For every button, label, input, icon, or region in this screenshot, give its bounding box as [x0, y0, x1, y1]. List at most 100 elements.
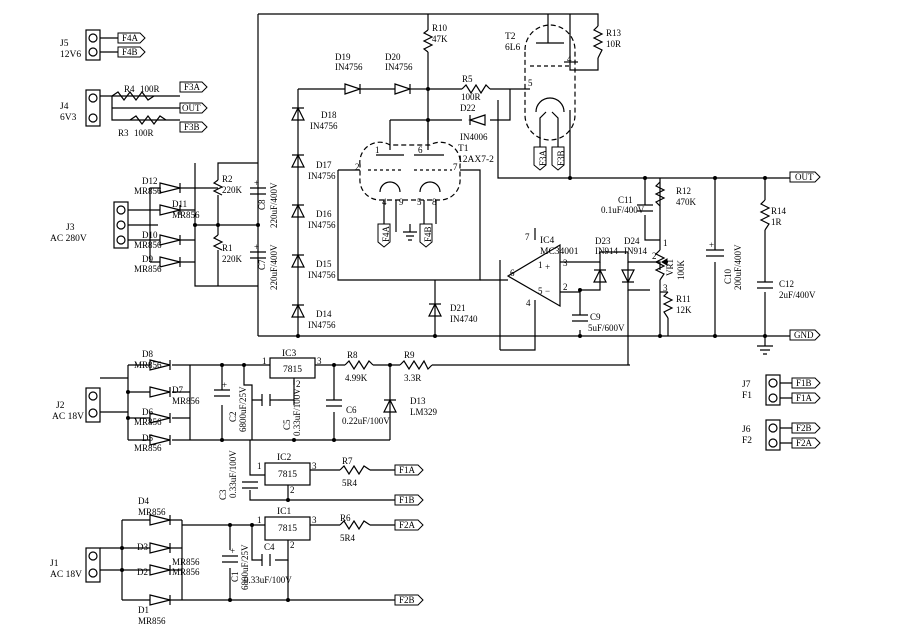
- opamp-ic4: + − IC4 MC34001 6 3 2 1 5 4 7: [506, 232, 579, 308]
- c3-value: 0.33uF/100V: [228, 450, 238, 498]
- r8-value: 4.99K: [345, 373, 368, 383]
- svg-text:F4B: F4B: [122, 47, 138, 57]
- svg-text:OUT: OUT: [182, 103, 201, 113]
- c10-ref: C10: [723, 268, 733, 284]
- d21-ref: D21: [450, 303, 466, 313]
- flag-out-j4: OUT: [179, 102, 208, 114]
- svg-text:F4A: F4A: [122, 33, 139, 43]
- d12-ref: D12: [142, 176, 158, 186]
- j2-ref: J2: [56, 401, 65, 411]
- connector-j6: J6 F2: [742, 419, 781, 451]
- d14-value: IN4756: [308, 320, 336, 330]
- d1-value: MR856: [138, 616, 166, 626]
- r14-value: 1R: [771, 217, 782, 227]
- r5-ref: R5: [462, 74, 473, 84]
- d6-value: MR856: [134, 417, 162, 427]
- t1-flag-f4b: F4B: [423, 226, 433, 242]
- c4-ref: C4: [264, 542, 275, 552]
- d3-value: MR856: [172, 557, 200, 567]
- c5-ref: C5: [282, 419, 292, 430]
- t1-pin7: 7: [453, 162, 458, 172]
- wires: [100, 13, 792, 601]
- r6-value: 5R4: [340, 533, 356, 543]
- c5-value: 0.33uF/100V: [292, 388, 302, 436]
- svg-text:F1B: F1B: [399, 495, 415, 505]
- d22-ref: D22: [460, 103, 476, 113]
- connector-j3: J3 AC 280V: [50, 201, 129, 249]
- vr1-pin3: 3: [663, 283, 668, 293]
- c6-ref: C6: [346, 405, 357, 415]
- ic4-pin1: 1: [538, 260, 543, 270]
- ic4-minus: −: [545, 286, 550, 296]
- j6-ref: J6: [742, 425, 751, 435]
- r6-ref: R6: [340, 513, 351, 523]
- j2-value: AC 18V: [52, 412, 84, 422]
- r1-value: 220K: [222, 254, 243, 264]
- t2-pin4: 4: [567, 54, 572, 64]
- r3-ref: R3: [118, 128, 129, 138]
- c4-value: 0.33uF/100V: [244, 575, 292, 585]
- d8-value: MR856: [134, 360, 162, 370]
- ic4-pin5: 5: [538, 286, 543, 296]
- c10-value: 200uF/400V: [733, 244, 743, 290]
- r5-value: 100R: [461, 92, 481, 102]
- c9-ref: C9: [590, 312, 601, 322]
- r4-ref: R4: [124, 84, 135, 94]
- flag-f1b-j7: F1B: [791, 377, 821, 389]
- c7-plus: +: [254, 242, 259, 252]
- flag-f2a-j6: F2A: [791, 437, 821, 449]
- r7-value: 5R4: [342, 478, 358, 488]
- d19-ref: D19: [335, 52, 351, 62]
- d6-ref: D6: [142, 407, 153, 417]
- regulator-ic2: 7815 IC2 1 3 2: [257, 453, 317, 495]
- c2-plus: +: [222, 380, 227, 390]
- ic4-pin2: 2: [563, 282, 568, 292]
- ic1-pin1: 1: [257, 515, 262, 525]
- flag-f3a: F3A: [179, 81, 208, 93]
- ic3-pin1: 1: [262, 356, 267, 366]
- ic2-value: 7815: [278, 470, 297, 480]
- d7-value: MR856: [172, 396, 200, 406]
- t2-ref: T2: [505, 32, 516, 42]
- j4-value: 6V3: [60, 113, 77, 123]
- d9-value: MR856: [134, 264, 162, 274]
- flag-f2b: F2B: [394, 594, 424, 606]
- r9-ref: R9: [404, 350, 415, 360]
- ic2-pin2: 2: [290, 485, 295, 495]
- j7-ref: J7: [742, 380, 751, 390]
- d24-value: IN914: [624, 246, 647, 256]
- ic4-plus: +: [545, 262, 550, 272]
- d15-ref: D15: [316, 259, 332, 269]
- c6-value: 0.22uF/100V: [342, 416, 390, 426]
- t1-pin4: 4: [382, 197, 387, 207]
- t1-pin6: 6: [418, 145, 423, 155]
- c12-ref: C12: [779, 279, 794, 289]
- r9-value: 3.3R: [404, 373, 421, 383]
- ic4-pin7: 7: [525, 232, 530, 242]
- svg-text:F3B: F3B: [184, 122, 200, 132]
- c3-ref: C3: [218, 489, 228, 500]
- flag-f3b: F3B: [179, 121, 208, 133]
- tube-t2: 5 4 T2 6L6 F3A F3B: [505, 14, 578, 171]
- svg-text:F3A: F3A: [184, 82, 201, 92]
- c8-ref: C8: [257, 199, 267, 210]
- connector-j1: J1 AC 18V: [50, 547, 101, 583]
- tube-t1: 1 6 2 7 4 9 5 8 T1 12AX7-2 F4A F4B: [355, 141, 494, 248]
- d13-ref: D13: [410, 396, 426, 406]
- j7-value: F1: [742, 391, 752, 401]
- c2-value: 6800uF/25V: [238, 386, 248, 432]
- svg-text:F2B: F2B: [796, 423, 812, 433]
- d19-value: IN4756: [335, 62, 363, 72]
- d7-ref: D7: [172, 385, 183, 395]
- ic3-ref: IC3: [282, 349, 297, 359]
- ic3-pin2: 2: [296, 379, 301, 389]
- svg-text:GND: GND: [794, 330, 814, 340]
- ic1-pin3: 3: [312, 515, 317, 525]
- connector-j5: J5 12V6: [60, 29, 101, 61]
- resistors: R4 100R R3 100R R2 220K R1 220K R10 47K …: [111, 23, 787, 543]
- r10-ref: R10: [432, 23, 448, 33]
- r10-value: 47K: [432, 34, 448, 44]
- ic1-value: 7815: [278, 524, 297, 534]
- connector-j2: J2 AC 18V: [52, 387, 101, 423]
